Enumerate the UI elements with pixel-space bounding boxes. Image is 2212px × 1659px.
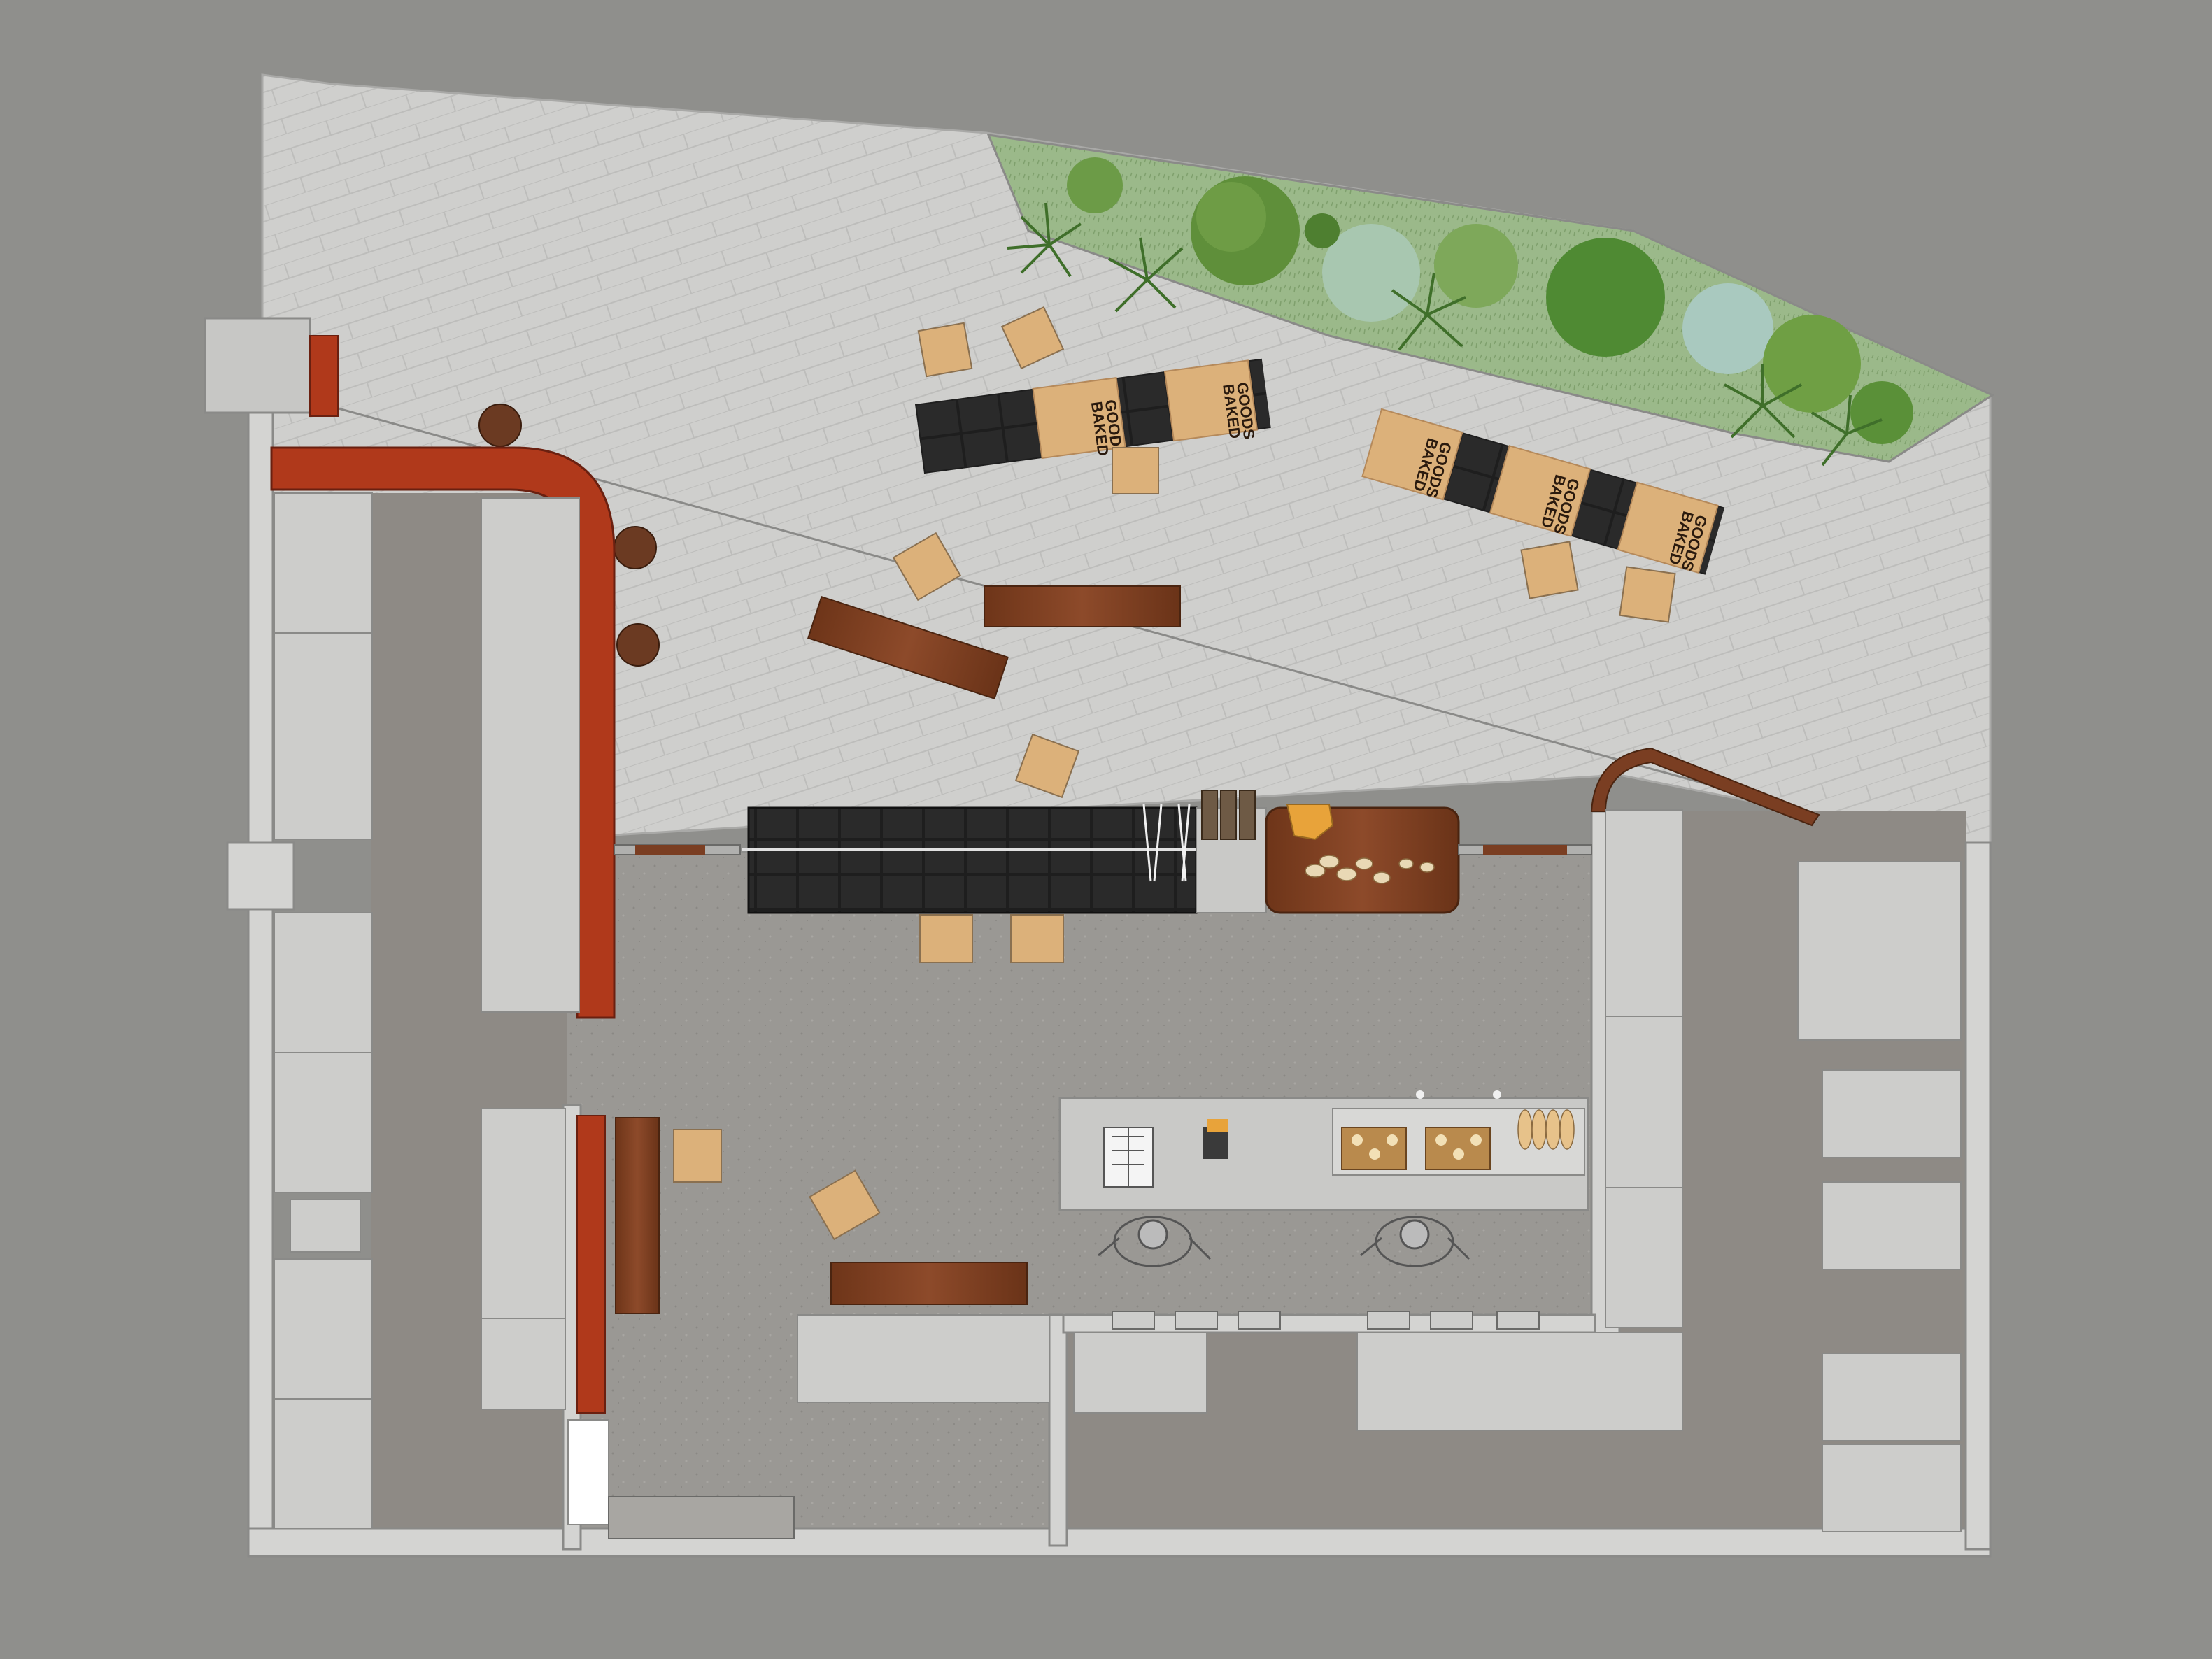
person-icon <box>1360 1216 1470 1267</box>
window-accent-right <box>1483 845 1567 855</box>
bread-loaf-icon <box>1517 1109 1575 1150</box>
wood-bench-outdoor-angled <box>807 595 1009 700</box>
wood-bench-outdoor-straight <box>984 585 1181 627</box>
counter-lights <box>1416 1090 1501 1099</box>
kiosk-door <box>309 335 339 417</box>
window-counter-black <box>747 806 1198 914</box>
rust-panel-interior <box>576 1115 606 1414</box>
menu-boards <box>1201 790 1256 840</box>
wood-bench-interior-vertical <box>615 1117 660 1314</box>
shrub-icon <box>1067 157 1913 444</box>
stool-icon <box>892 306 1676 799</box>
cake-display-icon <box>1286 804 1334 841</box>
curved-wall-right <box>1590 747 1820 827</box>
umbrella-stand-icon <box>1142 804 1191 882</box>
storage-cabinets-right <box>797 809 1962 1532</box>
kitchen-fixtures <box>1112 1311 1540 1330</box>
outdoor-bench-right: BAKED GOODS BAKED GOODS BAKED GOODS <box>1361 408 1725 575</box>
wood-bench-interior-horizontal <box>830 1262 1028 1305</box>
stool-icon <box>673 914 1064 1241</box>
entry-threshold <box>608 1496 795 1539</box>
palm-icon <box>1007 202 1883 467</box>
window-accent-left <box>635 845 705 855</box>
outdoor-kiosk <box>204 317 311 414</box>
round-seat-icon <box>478 404 660 667</box>
pastry-tray-icon <box>1341 1127 1491 1170</box>
storage-cabinets-left <box>274 492 609 1529</box>
bread-loaf-icon <box>1305 855 1435 884</box>
register-icon <box>1103 1119 1228 1188</box>
outdoor-bench-left: BAKED GOODS BAKED GOODS <box>915 358 1271 474</box>
person-icon <box>1098 1216 1212 1267</box>
